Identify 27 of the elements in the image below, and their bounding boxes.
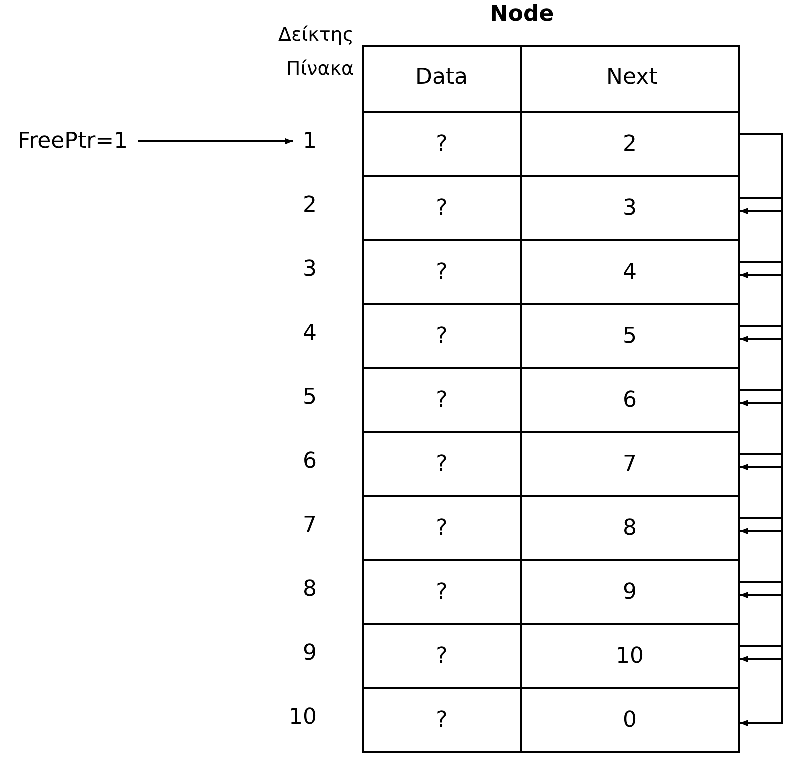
arrow xyxy=(740,581,783,662)
row-index: 10 xyxy=(289,705,317,730)
arrow xyxy=(740,133,783,214)
row-index: 2 xyxy=(303,193,317,218)
row-index: 7 xyxy=(303,513,317,538)
arrow xyxy=(740,645,783,726)
table-title: Node xyxy=(490,2,554,27)
row-index: 1 xyxy=(303,129,317,154)
row-index: 4 xyxy=(303,321,317,346)
arrow xyxy=(740,197,783,278)
column-header: Next xyxy=(606,65,658,90)
row-index: 6 xyxy=(303,449,317,474)
column-header: Δείκτης Πίνακα xyxy=(277,23,354,82)
table-cell: ? xyxy=(362,687,522,753)
arrow xyxy=(740,389,783,470)
arrow xyxy=(138,138,293,145)
arrow xyxy=(740,261,783,342)
arrow xyxy=(740,453,783,534)
row-index: 5 xyxy=(303,385,317,410)
pointer-label: FreePtr=1 xyxy=(18,129,128,154)
table-cell: 0 xyxy=(520,687,740,753)
arrow xyxy=(740,517,783,598)
arrow xyxy=(740,325,783,406)
row-index: 9 xyxy=(303,641,317,666)
row-index: 3 xyxy=(303,257,317,282)
column-header: Data xyxy=(416,65,468,90)
row-index: 8 xyxy=(303,577,317,602)
